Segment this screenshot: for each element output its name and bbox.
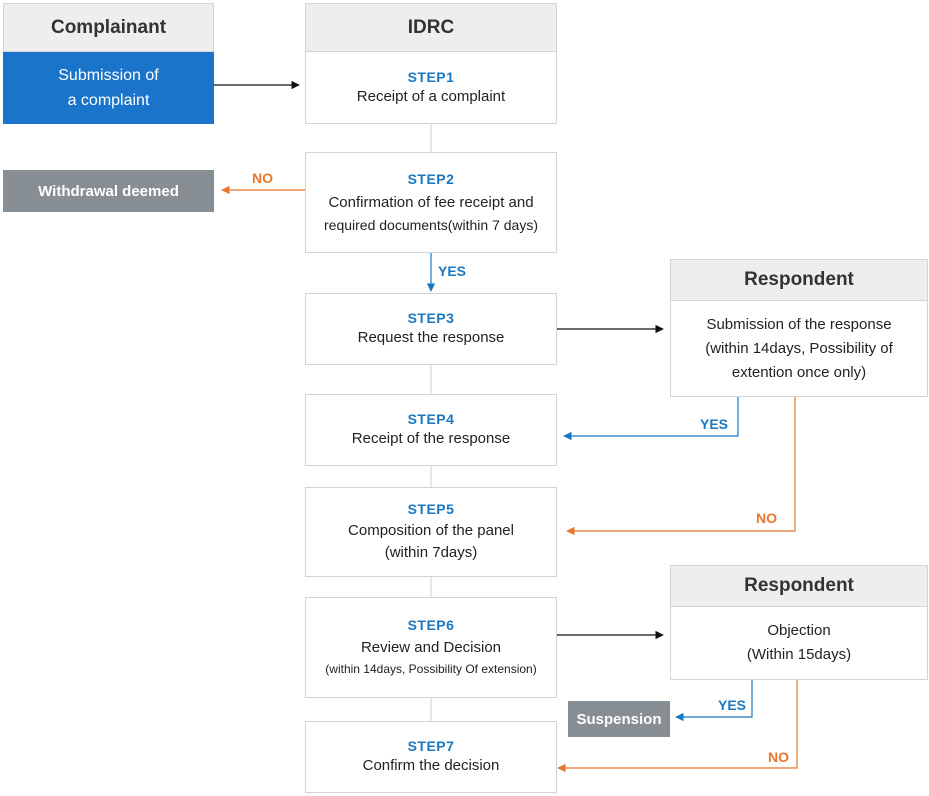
objection-no-label: NO: [768, 749, 789, 765]
complainant-submission-box: Submission of a complaint: [3, 52, 214, 124]
step5-box: STEP5 Composition of the panel (within 7…: [305, 487, 557, 577]
step3-box: STEP3 Request the response: [305, 293, 557, 365]
complainant-submission-line2: a complaint: [67, 92, 150, 109]
respondent-response-line2: (within 14days, Possibility of: [705, 339, 893, 357]
respondent-header-2: Respondent: [670, 565, 928, 607]
step6-label: STEP6: [407, 617, 455, 633]
step6-text: Review and Decision: [360, 639, 502, 656]
step3-label: STEP3: [407, 310, 455, 326]
step6-sub: (within 14days, Possibility Of extension…: [325, 662, 537, 676]
response-yes-label: YES: [700, 416, 729, 432]
step2-no-label: NO: [252, 170, 273, 186]
step5-line2: (within 7days): [384, 544, 478, 561]
step2-yes-label: YES: [438, 263, 467, 279]
respondent-header-1: Respondent: [670, 259, 928, 301]
step4-label: STEP4: [407, 411, 455, 427]
step1-box: STEP1 Receipt of a complaint: [305, 51, 557, 124]
step4-box: STEP4 Receipt of the response: [305, 394, 557, 466]
step6-box: STEP6 Review and Decision (within 14days…: [305, 597, 557, 698]
step2-box: STEP2 Confirmation of fee receipt and re…: [305, 152, 557, 253]
idrc-header: IDRC: [305, 3, 557, 52]
respondent-response-line3: extention once only): [731, 363, 867, 381]
objection-line1: Objection: [767, 622, 831, 639]
step1-label: STEP1: [407, 68, 455, 85]
respondent-response-box: Submission of the response (within 14day…: [670, 300, 928, 397]
step3-text: Request the response: [357, 329, 505, 346]
complainant-submission-line1: Submission of: [58, 67, 159, 84]
complainant-header: Complainant: [3, 3, 214, 52]
respondent-header-1-label: Respondent: [744, 269, 854, 290]
objection-box: Objection (Within 15days): [670, 606, 928, 680]
respondent-response-line1: Submission of the response: [706, 315, 892, 333]
step2-line2: required documents(within 7 days): [324, 216, 538, 233]
step4-text: Receipt of the response: [351, 430, 511, 447]
objection-yes-label: YES: [718, 697, 747, 713]
step2-line1: Confirmation of fee receipt and: [328, 193, 534, 211]
idrc-header-label: IDRC: [407, 16, 455, 38]
respondent-header-2-label: Respondent: [744, 575, 854, 596]
objection-line2: (Within 15days): [746, 646, 852, 663]
step5-label: STEP5: [407, 501, 455, 517]
suspension-box: Suspension: [568, 701, 670, 737]
step7-text: Confirm the decision: [362, 757, 500, 774]
step2-label: STEP2: [407, 170, 455, 187]
withdrawal-deemed-box: Withdrawal deemed: [3, 170, 214, 212]
step1-text: Receipt of a complaint: [356, 87, 506, 105]
step7-box: STEP7 Confirm the decision: [305, 721, 557, 793]
step7-label: STEP7: [407, 738, 455, 754]
complainant-header-label: Complainant: [50, 16, 167, 38]
step5-line1: Composition of the panel: [348, 522, 514, 539]
suspension-label: Suspension: [576, 710, 662, 728]
withdrawal-deemed-label: Withdrawal deemed: [38, 182, 179, 200]
response-no-label: NO: [756, 510, 777, 526]
